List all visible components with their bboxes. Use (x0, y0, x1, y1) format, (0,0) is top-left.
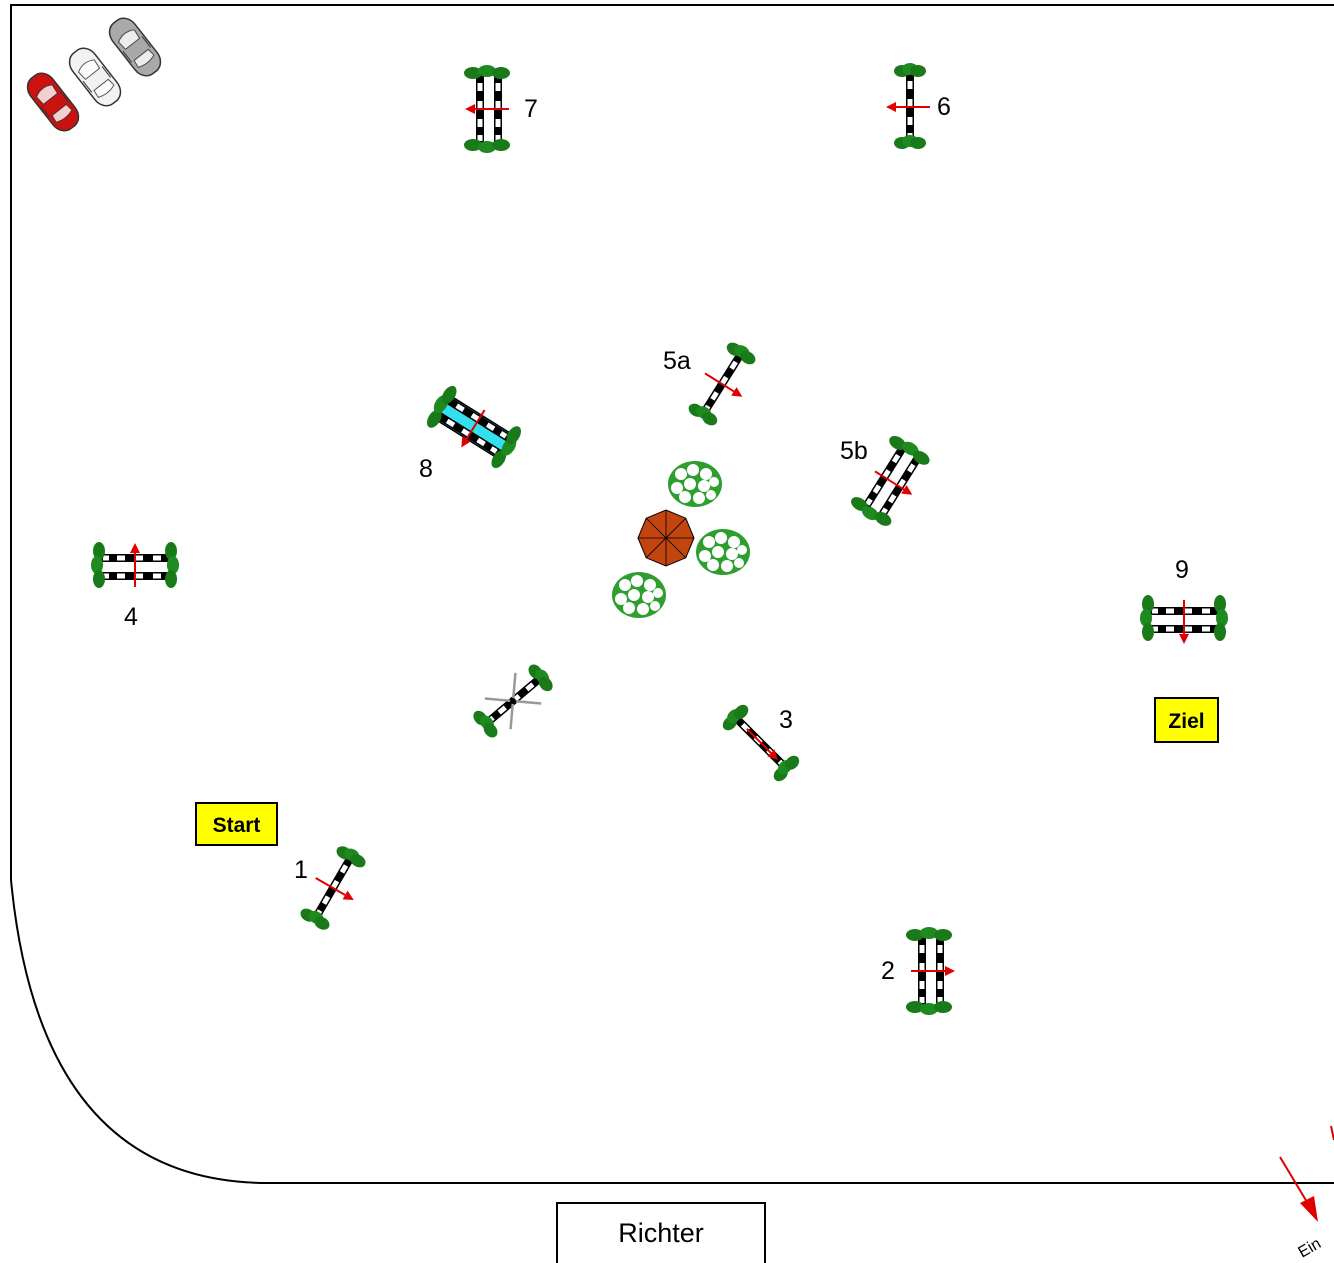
unused-obstacle (468, 657, 560, 743)
car-white-icon (64, 43, 125, 111)
obstacle-label-2: 2 (881, 957, 895, 985)
obstacle-1 (295, 840, 376, 936)
start-sign: Start (196, 803, 277, 845)
obstacle-2 (906, 927, 955, 1015)
start-sign-label: Start (213, 814, 261, 837)
obstacle-label-8: 8 (419, 455, 433, 483)
flower-bush-icon (668, 461, 722, 507)
obstacle-7 (464, 65, 510, 153)
obstacle-5a (683, 336, 766, 432)
obstacle-label-7: 7 (524, 95, 538, 123)
judge-box: Richter (557, 1203, 765, 1263)
finish-sign: Ziel (1155, 698, 1218, 742)
entrance-marker: Ein (1280, 1126, 1334, 1261)
car-red-icon (22, 68, 83, 136)
umbrella-icon (638, 510, 694, 566)
parked-cars (22, 13, 165, 136)
obstacle-9 (1140, 595, 1228, 644)
flower-bush-icon (612, 572, 666, 618)
entrance-label: Ein (1296, 1235, 1325, 1261)
obstacle-label-9: 9 (1175, 556, 1189, 584)
arena-border (11, 5, 1334, 1183)
finish-sign-label: Ziel (1168, 710, 1204, 733)
obstacle-label-6: 6 (937, 93, 951, 121)
obstacle-label-1: 1 (294, 856, 308, 884)
obstacle-8 (422, 382, 525, 471)
obstacle-6 (886, 63, 930, 149)
obstacle-label-5a: 5a (663, 347, 691, 375)
obstacle-label-3: 3 (779, 706, 793, 734)
obstacle-label-5b: 5b (840, 437, 868, 465)
car-grey-icon (104, 13, 165, 81)
obstacle-label-4: 4 (124, 603, 138, 631)
judge-box-label: Richter (618, 1218, 704, 1248)
obstacle-4 (91, 542, 179, 588)
flower-bush-icon (696, 529, 750, 575)
